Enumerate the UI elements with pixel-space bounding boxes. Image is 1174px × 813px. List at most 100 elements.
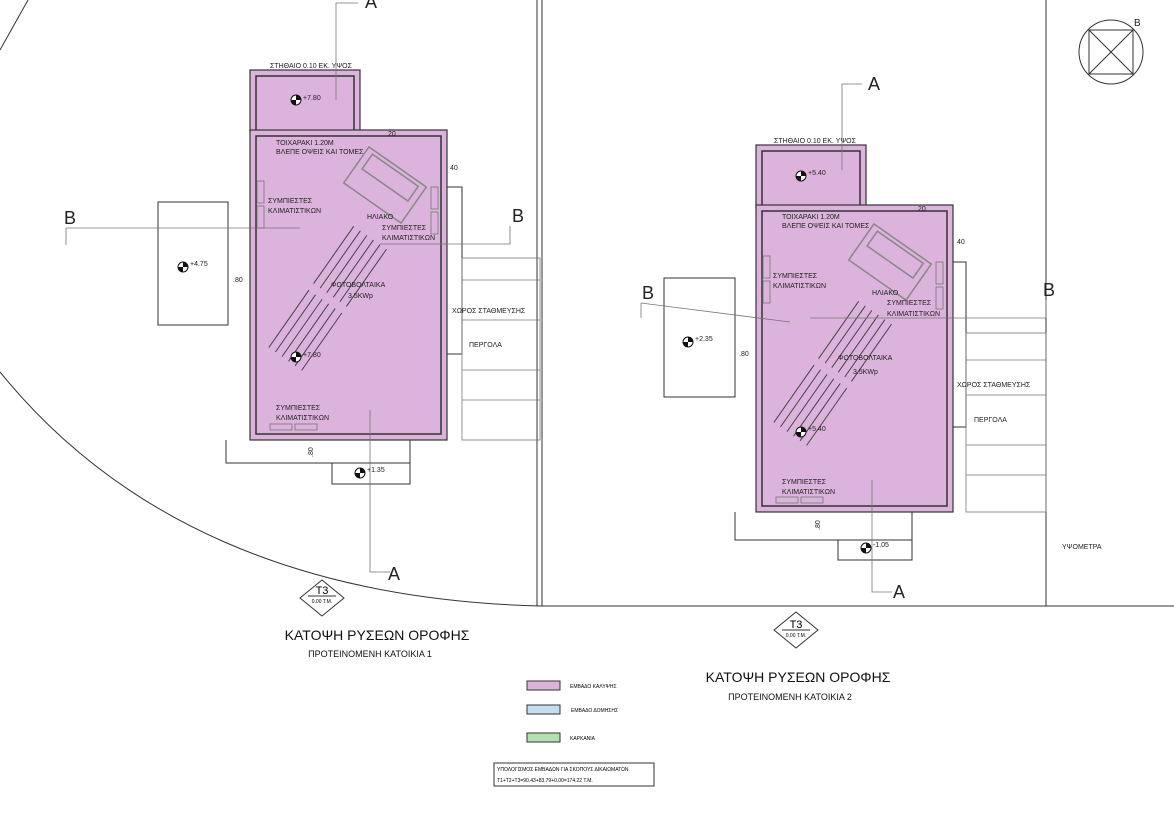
photovoltaic-power: 3.5KWp xyxy=(853,369,878,376)
solar-heater-label: ΗΛΙΑΚΟ xyxy=(367,214,394,221)
tag-area: 0.00 Τ.Μ. xyxy=(786,633,806,639)
wall-note: ΤΟΙΧΑΡΑΚΙ 1.20Μ xyxy=(782,214,840,221)
side-wall xyxy=(952,261,967,428)
pergola xyxy=(965,332,1047,513)
level-marker: -1.05 xyxy=(860,542,889,554)
dimension: 40 xyxy=(450,165,458,172)
entrance-box xyxy=(331,462,411,485)
level-value: +4.75 xyxy=(190,261,208,268)
plan-title: ΚΑΤΟΨΗ ΡΥΣΕΩΝ ΟΡΟΦΗΣ xyxy=(285,627,470,643)
section-label: A xyxy=(868,74,880,94)
dimension: 40 xyxy=(957,239,965,246)
legend-label: ΚΑΡΚΑΝΙΑ xyxy=(570,736,596,742)
tag-label: T3 xyxy=(316,585,329,597)
photovoltaic-label: ΦΩΤΟΒΟΛΤΑΙΚΑ xyxy=(838,355,893,362)
calc-title: ΥΠΟΛΟΓΙΣΜΟΣ ΕΜΒΑΔΩΝ ΓΙΑ ΣΚΟΠΟΥΣ ΔΙΚΑΙΩΜΑ… xyxy=(497,767,629,773)
plan-subtitle: ΠΡΟΤΕΙΝΟΜΕΝΗ ΚΑΤΟΙΚΙΑ 2 xyxy=(728,692,852,702)
section-line-b: B B xyxy=(64,206,524,245)
wall-note: ΒΛΕΠΕ ΟΨΕΙΣ ΚΑΙ ΤΟΜΕΣ xyxy=(276,149,364,156)
section-label: B xyxy=(1043,280,1055,300)
tag-area: 0.00 Τ.Μ. xyxy=(312,599,332,605)
plan-house-2: ΣΤΗΘΑΙΟ 0.10 ΕΚ. ΥΨΟΣ ΤΟΙΧΑΡΑΚΙ 1.20Μ ΒΛ… xyxy=(640,74,1055,702)
dimension: .80 xyxy=(233,277,243,284)
ac-compressors-label: ΚΛΙΜΑΤΙΣΤΙΚΩΝ xyxy=(268,208,321,215)
level-marker: +7.80 xyxy=(290,351,321,363)
parapet-note: ΣΤΗΘΑΙΟ 0.10 ΕΚ. ΥΨΟΣ xyxy=(774,138,857,145)
legend-swatch xyxy=(526,680,561,691)
legend-swatch xyxy=(526,732,561,743)
level-value: +7.80 xyxy=(303,352,321,359)
solar-heater-icon xyxy=(847,222,933,302)
entrance-box xyxy=(837,539,913,561)
level-value: +7.80 xyxy=(303,95,321,102)
dimension: 20 xyxy=(918,206,926,213)
photovoltaic-panels xyxy=(268,225,387,371)
compass-label: B xyxy=(1134,18,1141,29)
ac-compressors-label: ΣΥΜΠΙΕΣΤΕΣ xyxy=(782,479,827,486)
ac-compressors-label: ΣΥΜΠΙΕΣΤΕΣ xyxy=(887,300,932,307)
section-label: B xyxy=(642,283,654,303)
level-value: +5.40 xyxy=(808,170,826,177)
ac-compressors-label: ΚΛΙΜΑΤΙΣΤΙΚΩΝ xyxy=(782,489,835,496)
pergola-label: ΠΕΡΓΟΛΑ xyxy=(469,342,502,349)
level-value: -1.05 xyxy=(873,542,889,549)
main-roof xyxy=(249,129,448,441)
level-marker: +4.75 xyxy=(177,261,208,273)
section-label: B xyxy=(512,206,524,226)
upper-roof xyxy=(249,69,361,133)
level-value: +1.35 xyxy=(367,467,385,474)
wall-note: ΒΛΕΠΕ ΟΨΕΙΣ ΚΑΙ ΤΟΜΕΣ xyxy=(782,223,870,230)
ac-compressors-label: ΣΥΜΠΙΕΣΤΕΣ xyxy=(382,225,427,232)
section-label: A xyxy=(388,564,400,584)
section-line-a: A A xyxy=(335,0,400,584)
section-label: A xyxy=(365,0,377,12)
site-boundary-line xyxy=(0,0,29,51)
dimension: .80 xyxy=(308,447,315,457)
wall-note: ΤΟΙΧΑΡΑΚΙ 1.20Μ xyxy=(276,140,334,147)
parking-label: ΧΩΡΟΣ ΣΤΑΘΜΕΥΣΗΣ xyxy=(452,308,526,315)
level-marker: +2.35 xyxy=(682,336,713,348)
level-marker: +1.35 xyxy=(354,467,385,479)
level-marker: +5.40 xyxy=(795,170,826,182)
ac-compressors-label: ΚΛΙΜΑΤΙΣΤΙΚΩΝ xyxy=(382,235,435,242)
lower-roof-extension xyxy=(663,277,736,398)
ac-compressors-label: ΚΛΙΜΑΤΙΣΤΙΚΩΝ xyxy=(887,311,940,318)
legend: ΕΜΒΑΔΟ ΚΑΛΥΨΗΣ ΕΜΒΑΔΟ ΔΟΜΗΣΗΣ ΚΑΡΚΑΝΙΑ Υ… xyxy=(493,680,655,787)
ac-compressors-label: ΚΛΙΜΑΤΙΣΤΙΚΩΝ xyxy=(773,283,826,290)
tag-label: T3 xyxy=(790,619,803,631)
parapet xyxy=(255,135,442,435)
level-marker: +7.80 xyxy=(290,94,321,106)
lower-outline xyxy=(225,440,411,464)
dimension: 20 xyxy=(388,131,396,138)
photovoltaic-label: ΦΩΤΟΒΟΛΤΑΙΚΑ xyxy=(331,282,386,289)
dimension: .80 xyxy=(739,351,749,358)
parking-label: ΧΩΡΟΣ ΣΤΑΘΜΕΥΣΗΣ xyxy=(957,382,1031,389)
level-marker: +5.40 xyxy=(795,426,826,438)
area-calculation-box xyxy=(493,762,655,787)
ac-compressors-label: ΚΛΙΜΑΤΙΣΤΙΚΩΝ xyxy=(276,415,329,422)
lower-roof-extension xyxy=(157,201,229,326)
section-label: B xyxy=(64,208,76,228)
solar-heater-icon xyxy=(342,145,428,225)
legend-label: ΕΜΒΑΔΟ ΚΑΛΥΨΗΣ xyxy=(570,684,617,690)
section-line-b: B B xyxy=(640,280,1055,323)
ac-compressors-label: ΣΥΜΠΙΕΣΤΕΣ xyxy=(773,273,818,280)
side-wall xyxy=(446,186,463,355)
north-compass-icon: B xyxy=(1078,18,1144,85)
pergola xyxy=(461,257,541,441)
parapet-note: ΣΤΗΘΑΙΟ 0.10 ΕΚ. ΥΨΟΣ xyxy=(270,63,353,70)
plan-house-1: ΣΤΗΘΑΙΟ 0.10 ΕΚ. ΥΨΟΣ ΤΟΙΧΑΡΑΚΙ 1.20Μ ΒΛ… xyxy=(64,0,541,659)
section-line-a: A A xyxy=(841,74,905,602)
area-tag: T3 0.00 Τ.Μ. xyxy=(773,611,819,649)
dimension: .80 xyxy=(815,520,822,530)
upper-roof xyxy=(755,144,867,209)
section-label: A xyxy=(893,582,905,602)
parapet xyxy=(761,210,948,507)
plan-subtitle: ΠΡΟΤΕΙΝΟΜΕΝΗ ΚΑΤΟΙΚΙΑ 1 xyxy=(308,649,432,659)
site-boundary-curve xyxy=(0,371,541,607)
level-value: +2.35 xyxy=(695,336,713,343)
ac-compressors-label: ΣΥΜΠΙΕΣΤΕΣ xyxy=(276,405,321,412)
elevation-label: ΥΨΟΜΕΤΡΑ xyxy=(1062,544,1102,551)
pergola-label: ΠΕΡΓΟΛΑ xyxy=(974,417,1007,424)
